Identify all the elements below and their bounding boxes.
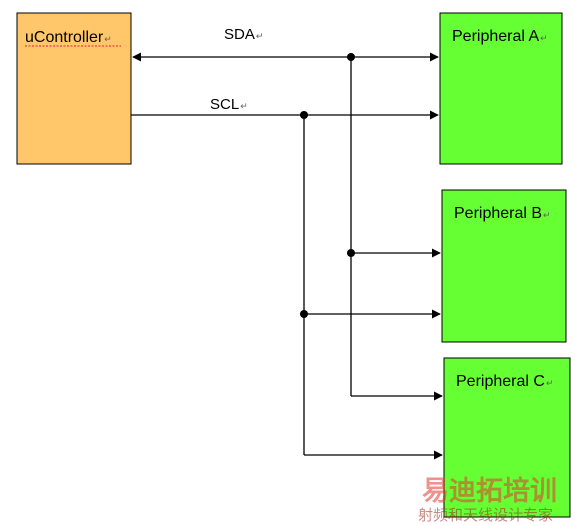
peripheral-c-label: Peripheral C↵ [456, 373, 553, 390]
watermark-subtitle: 射频和天线设计专家 [418, 507, 553, 524]
scl-junction-b [300, 310, 308, 318]
peripheral-a-label: Peripheral A↵ [452, 28, 548, 45]
sda-junction-a [347, 53, 355, 61]
watermark: 易迪拓培训 射频和天线设计专家 [418, 476, 557, 524]
peripheral-a-box [439, 12, 563, 165]
controller-box [16, 12, 132, 165]
scl-label: SCL↵ [210, 96, 248, 113]
peripheral-b-box [441, 189, 567, 343]
peripheral-b-label: Peripheral B↵ [454, 205, 551, 222]
sda-label: SDA↵ [224, 26, 263, 43]
scl-junction-a [300, 111, 308, 119]
watermark-title: 易迪拓培训 [422, 476, 557, 506]
controller-label: uController↵ [25, 29, 112, 46]
peripheral-c-box [443, 357, 571, 518]
sda-junction-b [347, 249, 355, 257]
